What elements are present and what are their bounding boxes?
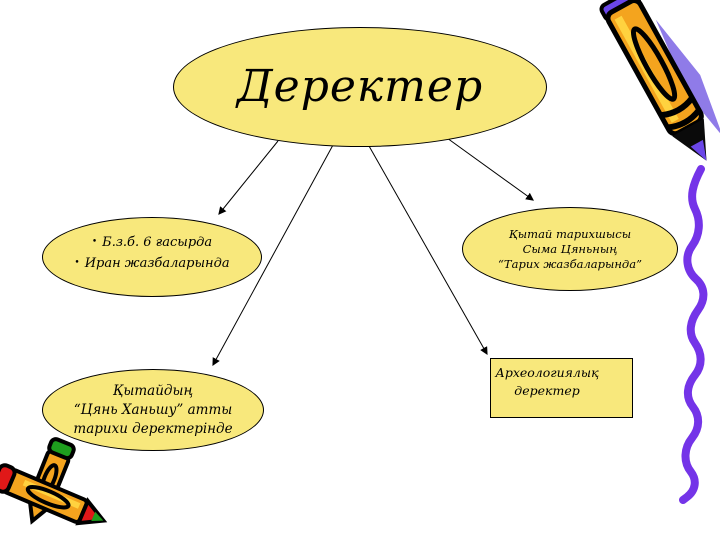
crayons-icon [0, 437, 108, 526]
node-line-text: деректер [514, 383, 580, 398]
node-line-text: Сыма Цяньның [522, 241, 618, 256]
squiggle-line-icon [679, 165, 708, 504]
node-qian-hanshu[interactable]: Қытайдың “Цянь Ханьшу” атты тарихи дерек… [42, 369, 264, 451]
bullet-icon: • [74, 258, 80, 268]
node-line-text: Б.з.б. 6 ғасырда [102, 235, 213, 250]
node-line-text: Иран жазбаларында [84, 256, 230, 271]
node-line: • Б.з.б. 6 ғасырда [92, 232, 212, 253]
node-text-block: Археологиялық деректер [495, 364, 599, 400]
node-iran-writings[interactable]: • Б.з.б. 6 ғасырда • Иран жазбаларында [42, 217, 262, 297]
node-line-text: Қытай тарихшысы [508, 226, 632, 241]
node-line-text: “Тарих жазбаларында” [498, 256, 642, 271]
crayon-icon [599, 0, 720, 161]
node-line-text: Қытайдың [112, 382, 194, 399]
node-central-topic[interactable]: Деректер [173, 27, 547, 147]
central-topic-label: Деректер [236, 61, 484, 112]
connector-center-to-right [446, 137, 534, 201]
bullet-icon: • [91, 237, 98, 247]
node-archaeological-data[interactable]: Археологиялық деректер [490, 358, 633, 418]
node-line: • Иран жазбаларында [74, 253, 229, 274]
node-sima-qian[interactable]: Қытай тарихшысы Сыма Цяньның “Тарих жазб… [462, 207, 678, 291]
connector-center-to-left [218, 140, 279, 215]
node-line-text: тарихи деректерінде [73, 420, 233, 437]
node-line-text: Археологиялық [495, 365, 599, 380]
node-line-text: “Цянь Ханьшу” атты [73, 401, 233, 418]
